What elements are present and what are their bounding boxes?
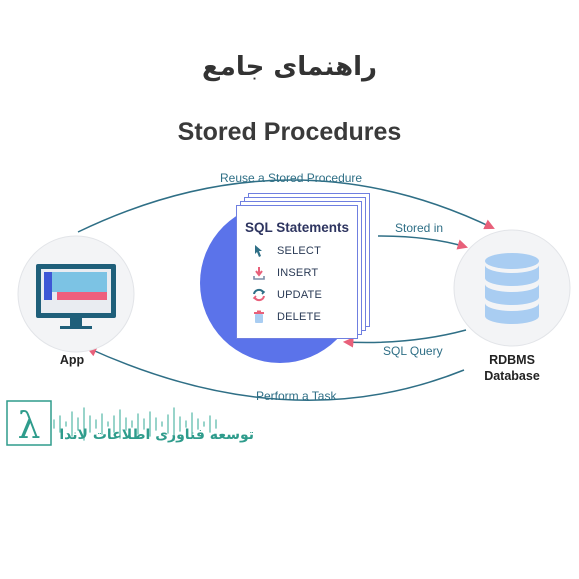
perform-task-arc xyxy=(86,346,465,401)
reuse-label: Reuse a Stored Procedure xyxy=(220,171,363,185)
statement-insert-label: INSERT xyxy=(277,267,319,279)
page-title-en: Stored Procedures xyxy=(177,118,402,146)
waveform-icon xyxy=(53,407,217,441)
pointer-hand-icon xyxy=(255,245,262,257)
statement-update: UPDATE xyxy=(251,286,322,304)
database-cylinder-icon xyxy=(485,253,539,324)
statement-select: SELECT xyxy=(251,242,321,260)
stored-in-arrow xyxy=(377,235,469,250)
svg-text:λ: λ xyxy=(18,406,41,447)
sql-statements-card: SQL Statements SELECT INSERT UPDATE DELE… xyxy=(236,205,358,339)
download-icon xyxy=(253,267,265,280)
app-label: App xyxy=(59,353,85,367)
db-label-line2: Database xyxy=(484,369,540,383)
page-title-fa: راهنمای جامع xyxy=(202,52,377,82)
database-node xyxy=(453,229,571,347)
trash-icon xyxy=(254,310,264,323)
lambda-logo: λ xyxy=(6,400,52,447)
brand-text: توسعه فناوری اطلاعات لاندا xyxy=(59,427,254,443)
sql-query-label: SQL Query xyxy=(383,344,443,358)
reuse-arc xyxy=(77,179,495,233)
db-label-line1: RDBMS xyxy=(489,353,535,367)
statement-select-label: SELECT xyxy=(277,245,321,257)
statement-insert: INSERT xyxy=(251,264,318,282)
statement-delete: DELETE xyxy=(251,308,321,326)
app-node xyxy=(17,235,135,353)
statement-update-label: UPDATE xyxy=(277,289,323,301)
statement-delete-label: DELETE xyxy=(277,311,321,323)
stored-in-label: Stored in xyxy=(395,221,444,235)
card-title: SQL Statements xyxy=(244,220,350,235)
sql-query-arrow xyxy=(342,329,467,348)
perform-task-label: Perform a Task xyxy=(256,389,337,403)
refresh-icon xyxy=(252,288,266,302)
monitor-icon xyxy=(36,264,116,329)
